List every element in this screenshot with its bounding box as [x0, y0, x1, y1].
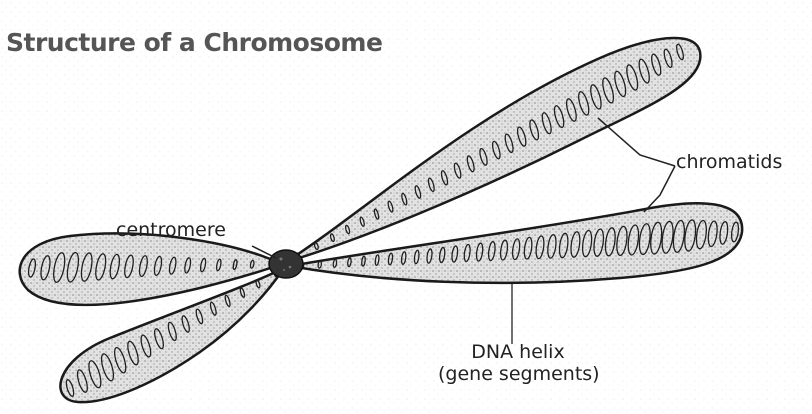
- dna-helix-label-line2: (gene segments): [438, 364, 598, 386]
- dna-helix-label: DNA helix (gene segments): [438, 342, 598, 386]
- chromatids-label: chromatids: [676, 152, 782, 174]
- diagram-title: Structure of a Chromosome: [6, 28, 382, 57]
- centromere-body: [269, 250, 303, 278]
- centromere-label: centromere: [116, 220, 226, 242]
- dna-helix-label-line1: DNA helix: [438, 342, 598, 364]
